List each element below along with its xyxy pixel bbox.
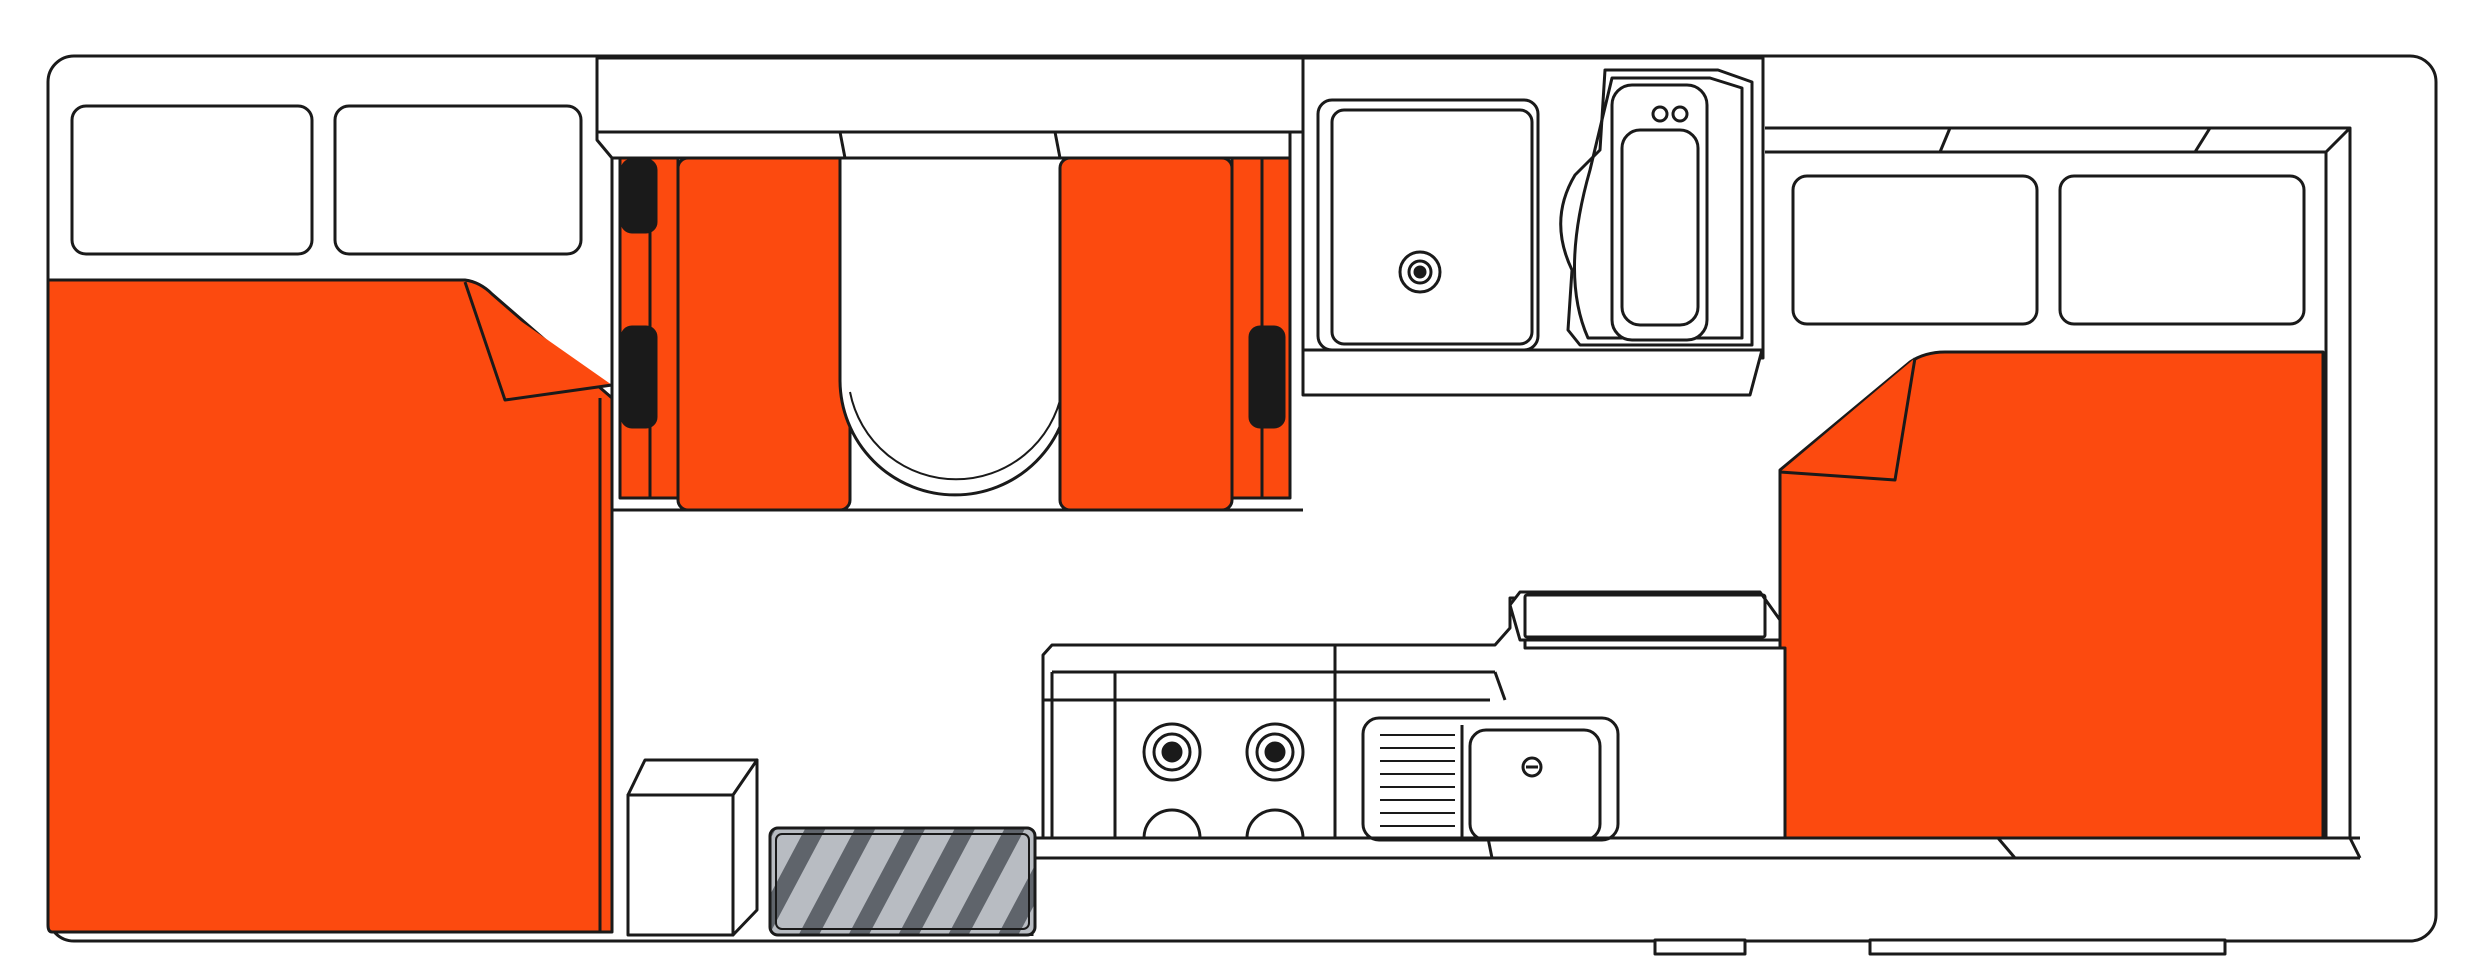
front-duvet-fold — [1779, 357, 1917, 482]
burner-cap — [1161, 741, 1183, 763]
dinette-armrest-left-1 — [620, 158, 658, 234]
toilet — [1610, 83, 1709, 342]
overhead-seam-2 — [1053, 131, 1062, 159]
counter-step — [1493, 671, 1507, 701]
shower-drain-ring — [1407, 259, 1433, 285]
burner-partial — [1142, 808, 1202, 839]
shower-drain-center — [1413, 265, 1427, 279]
rear-window-right — [333, 104, 583, 256]
bathroom — [1301, 56, 1765, 397]
sink-unit — [1361, 716, 1620, 842]
kitchen — [1041, 590, 1787, 842]
cupboard-side — [731, 758, 759, 937]
burner-partial — [1245, 808, 1305, 839]
front-bed-corner — [2324, 126, 2352, 154]
lower-wall-corner — [2348, 837, 2362, 859]
dinette-seat-right — [1058, 156, 1234, 512]
fridge — [1508, 590, 1782, 642]
rear-window-left — [70, 104, 314, 256]
burner-cap — [1264, 741, 1286, 763]
front-bed — [1765, 126, 2352, 840]
cooktop — [1142, 722, 1305, 839]
cupboard-front — [626, 793, 735, 937]
storage-cupboard — [626, 758, 759, 937]
burner-ring — [1255, 732, 1295, 772]
side-step — [1868, 938, 2227, 956]
shower-tray-inner — [1330, 108, 1534, 346]
table-shadow — [849, 391, 1063, 481]
toilet-seat — [1620, 128, 1700, 327]
burner-ring — [1152, 732, 1192, 772]
rear-bed — [46, 104, 614, 934]
dinette-armrest-right — [1248, 325, 1286, 429]
toilet-button-1 — [1651, 105, 1669, 123]
front-bed-seam-1 — [1938, 127, 1952, 153]
front-window-right — [2058, 174, 2306, 326]
lower-wall-seam-2 — [1996, 837, 2017, 859]
entry-mat — [768, 826, 1037, 937]
fridge-door — [1523, 593, 1767, 639]
overhead-seam-1 — [838, 131, 847, 159]
sink-drain — [1521, 756, 1543, 778]
front-window-left — [1791, 174, 2039, 326]
dinette — [612, 156, 1303, 512]
dinette-armrest-left-2 — [620, 325, 658, 429]
dinette-seat-left — [676, 156, 852, 512]
side-step — [1653, 938, 1747, 956]
drainboard — [1380, 734, 1455, 827]
rear-duvet-fold — [463, 281, 613, 402]
lower-wall-seam-1 — [1486, 837, 1494, 859]
bathroom-floor-step — [1301, 348, 1764, 397]
shower-tray — [1316, 98, 1540, 352]
overhead-cabinet — [595, 56, 1305, 160]
front-bed-seam-2 — [2193, 127, 2212, 153]
toilet-button-2 — [1671, 105, 1689, 123]
entry-mat-border — [775, 833, 1030, 930]
sink-basin — [1468, 728, 1602, 842]
